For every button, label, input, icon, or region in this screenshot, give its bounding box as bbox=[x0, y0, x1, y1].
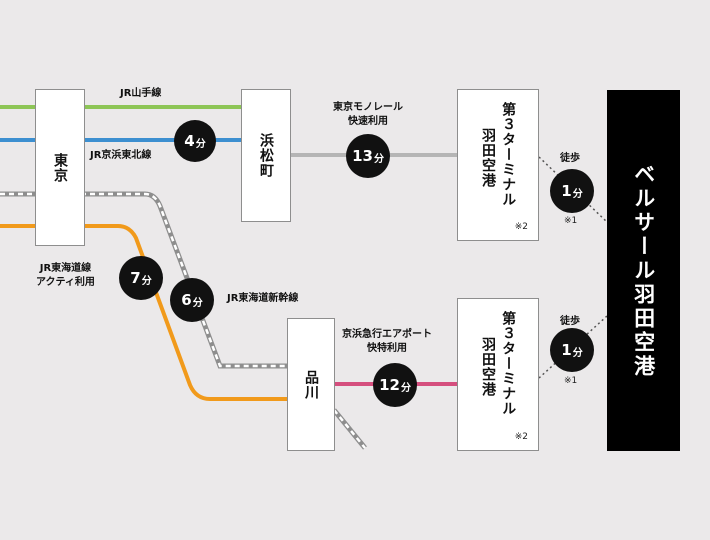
station-hamamatsucho: 浜松町 bbox=[241, 89, 291, 222]
time-monorail-num: 13 bbox=[352, 147, 373, 165]
terminal-bottom-note: ※2 bbox=[514, 432, 528, 442]
time-monorail-unit: 分 bbox=[373, 154, 384, 165]
time-walk-top-num: 1 bbox=[561, 182, 572, 200]
terminal-top-note: ※2 bbox=[514, 222, 528, 232]
time-tokyo-hamamatsucho-unit: 分 bbox=[195, 139, 206, 150]
time-tokaido-unit: 分 bbox=[141, 276, 152, 287]
time-walk-bottom-num: 1 bbox=[561, 341, 572, 359]
station-tokyo-label: 東京 bbox=[52, 152, 69, 183]
walk-top-note: ※1 bbox=[564, 216, 578, 226]
walk-bottom-note: ※1 bbox=[564, 376, 578, 386]
station-shinagawa-label: 品川 bbox=[303, 369, 320, 400]
walk-bottom-label: 徒歩 bbox=[560, 316, 580, 327]
walk-top-label: 徒歩 bbox=[560, 153, 580, 164]
time-keikyu-num: 12 bbox=[379, 376, 400, 394]
keihin-tohoku-label: JR京浜東北線 bbox=[90, 150, 152, 161]
destination-label: ベルサール羽田空港 bbox=[631, 162, 656, 379]
shinkansen-label: JR東海道新幹線 bbox=[227, 293, 299, 304]
destination-box: ベルサール羽田空港 bbox=[607, 90, 680, 451]
time-shinkansen-unit: 分 bbox=[192, 298, 203, 309]
time-walk-bottom-unit: 分 bbox=[572, 348, 583, 359]
tokaido-label-line1: JR東海道線 bbox=[39, 263, 92, 274]
tokaido-line bbox=[0, 224, 288, 401]
walk-top-dots bbox=[538, 156, 608, 223]
shinkansen-track-bottom bbox=[332, 408, 367, 450]
monorail-label: 東京モノレール 快速利用 bbox=[333, 101, 403, 128]
keikyu-label: 京浜急行エアポート 快特利用 bbox=[342, 328, 432, 355]
station-hamamatsucho-label: 浜松町 bbox=[258, 133, 275, 178]
monorail-label-line2: 快速利用 bbox=[348, 115, 388, 127]
keikyu-label-line2: 快特利用 bbox=[367, 342, 407, 354]
shinkansen-track-bottom-dash bbox=[333, 409, 366, 449]
tokaido-label-line2: アクティ利用 bbox=[36, 276, 95, 288]
station-tokyo: 東京 bbox=[35, 89, 85, 246]
shinkansen-track-top-dash bbox=[0, 192, 288, 368]
terminal-bottom-name: 第３ターミナル bbox=[500, 311, 517, 416]
terminal-bottom-airport: 羽田空港 bbox=[480, 337, 496, 397]
time-walk-top-unit: 分 bbox=[572, 189, 583, 200]
tokaido-label: JR東海道線 アクティ利用 bbox=[36, 262, 95, 289]
time-tokaido-num: 7 bbox=[130, 269, 141, 287]
station-terminal-bottom: 第３ターミナル 羽田空港 ※2 bbox=[457, 298, 539, 451]
time-keikyu-unit: 分 bbox=[400, 383, 411, 394]
time-shinkansen-num: 6 bbox=[181, 291, 192, 309]
station-terminal-top: 第３ターミナル 羽田空港 ※2 bbox=[457, 89, 539, 241]
time-tokyo-hamamatsucho-num: 4 bbox=[184, 132, 195, 150]
keikyu-label-line1: 京浜急行エアポート bbox=[342, 329, 432, 340]
monorail-label-line1: 東京モノレール bbox=[333, 102, 403, 113]
terminal-top-name: 第３ターミナル bbox=[500, 102, 517, 207]
terminal-top-airport: 羽田空港 bbox=[480, 128, 496, 188]
yamanote-label: JR山手線 bbox=[120, 88, 162, 99]
station-shinagawa: 品川 bbox=[287, 318, 335, 451]
